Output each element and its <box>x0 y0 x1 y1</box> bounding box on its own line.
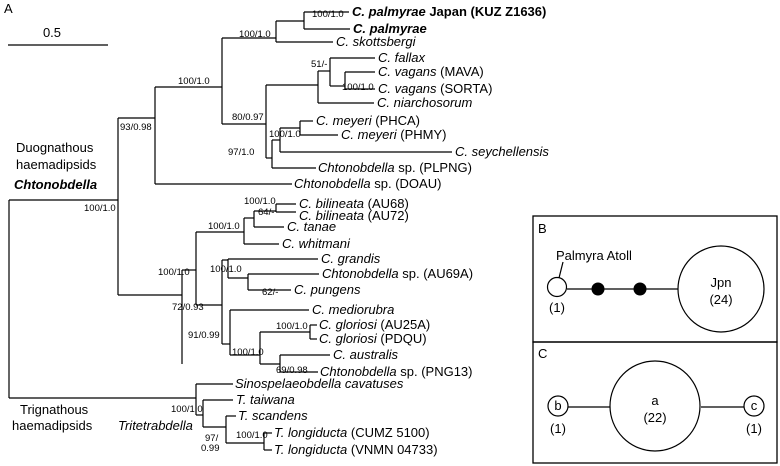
support-value: 100/1.0 <box>342 82 374 93</box>
taxon-label: T. longiducta (VNMN 04733) <box>274 442 438 457</box>
haplotype-node <box>609 360 701 452</box>
support-value: 100/1.0 <box>210 264 242 275</box>
support-value: 100/1.0 <box>239 29 271 40</box>
support-value: 80/0.97 <box>232 112 264 123</box>
panel-b-label: B <box>538 221 547 236</box>
scale-label: 0.5 <box>43 25 61 40</box>
taxon-label: C. meyeri (PHCA) <box>316 113 420 128</box>
group-label: haemadipsids <box>12 418 93 433</box>
support-value: 69/0.98 <box>276 365 308 376</box>
taxon-label: T. scandens <box>238 408 308 423</box>
support-value: 93/0.98 <box>120 122 152 133</box>
taxa-labels: C. palmyrae Japan (KUZ Z1636) C. palmyra… <box>235 4 549 457</box>
taxon-label: C. gloriosi (PDQU) <box>319 331 427 346</box>
support-value: 91/0.99 <box>188 330 220 341</box>
site-label: Palmyra Atoll <box>556 248 632 263</box>
haplotype-count: (1) <box>549 300 565 315</box>
genus-label: Chtonobdella <box>14 177 97 192</box>
haplotype-count: (1) <box>746 421 762 436</box>
taxon-label: C. australis <box>333 347 399 362</box>
taxon-label: C. skottsbergi <box>336 34 417 49</box>
taxon-label: C. bilineata (AU68) <box>299 196 409 211</box>
taxon-label: C. mediorubra <box>312 302 394 317</box>
support-value: 100/1.0 <box>171 404 203 415</box>
support-value: 100/1.0 <box>244 196 276 207</box>
support-value: 0.99 <box>201 443 220 454</box>
support-value: 100/1.0 <box>208 221 240 232</box>
taxon-label: Chtonobdella sp. (DOAU) <box>294 176 441 191</box>
group-label: Trignathous <box>20 402 89 417</box>
support-value: 100/1.0 <box>269 129 301 140</box>
group-label: haemadipsids <box>16 157 97 172</box>
haplotype-name: b <box>554 398 561 413</box>
genus-label: Tritetrabdella <box>118 418 193 433</box>
haplotype-count: (22) <box>643 410 666 425</box>
taxon-label: C. palmyrae Japan (KUZ Z1636) <box>352 4 546 19</box>
haplotype-count: (1) <box>550 421 566 436</box>
support-value: 100/1.0 <box>236 430 268 441</box>
taxon-label: C. fallax <box>378 50 425 65</box>
support-value: 51/- <box>311 59 327 70</box>
taxon-label: Chtonobdella sp. (AU69A) <box>322 266 473 281</box>
missing-haplotype-node <box>633 282 647 296</box>
taxon-label: Chtonobdella sp. (PLPNG) <box>318 160 472 175</box>
support-value: 97/1.0 <box>228 147 254 158</box>
taxon-label: C. bilineata (AU72) <box>299 208 409 223</box>
taxon-label: C. whitmani <box>282 236 351 251</box>
support-value: 100/1.0 <box>84 203 116 214</box>
taxon-label: C. tanae <box>287 219 336 234</box>
taxon-label: C. grandis <box>321 251 381 266</box>
support-value: 97/ <box>205 433 219 444</box>
support-value: 100/1.0 <box>312 9 344 20</box>
taxon-label: Chtonobdella sp. (PNG13) <box>320 364 472 379</box>
support-value: 64/- <box>258 207 274 218</box>
taxon-label: T. longiducta (CUMZ 5100) <box>274 425 430 440</box>
support-value: 100/1.0 <box>232 347 264 358</box>
taxon-label: C. vagans (SORTA) <box>378 81 492 96</box>
panel-a-label: A <box>4 1 13 16</box>
taxon-label: C. pungens <box>294 282 361 297</box>
panel-c-frame <box>532 341 778 464</box>
haplotype-count: (24) <box>709 292 732 307</box>
missing-haplotype-node <box>591 282 605 296</box>
group-label: Duognathous <box>16 140 94 155</box>
taxon-label: C. seychellensis <box>455 144 549 159</box>
taxon-label: C. vagans (MAVA) <box>378 64 484 79</box>
taxon-label: C. niarchosorum <box>377 95 473 110</box>
taxon-label: T. taiwana <box>236 392 295 407</box>
support-value: 62/- <box>262 287 278 298</box>
support-value: 100/1.0 <box>276 321 308 332</box>
haplotype-node <box>547 395 569 417</box>
haplotype-node <box>743 395 765 417</box>
haplotype-node <box>677 245 765 333</box>
taxon-label: Sinospelaeobdella cavatuses <box>235 376 404 391</box>
haplotype-node <box>546 276 568 298</box>
haplotype-name: c <box>751 398 758 413</box>
haplotype-name: a <box>651 393 659 408</box>
panel-c-label: C <box>538 346 547 361</box>
haplotype-name: Jpn <box>711 275 732 290</box>
taxon-label: C. meyeri (PHMY) <box>341 127 446 142</box>
taxon-label: C. gloriosi (AU25A) <box>319 317 430 332</box>
taxon-label: C. palmyrae <box>353 21 427 36</box>
support-value: 72/0.93 <box>172 302 204 313</box>
support-value: 100/1.0 <box>178 76 210 87</box>
support-values: 100/1.0 100/1.0 100/1.0 51/- 100/1.0 80/… <box>84 9 374 454</box>
tree-branches <box>8 11 452 451</box>
site-pointer <box>558 261 564 279</box>
support-value: 100/1.0 <box>158 267 190 278</box>
